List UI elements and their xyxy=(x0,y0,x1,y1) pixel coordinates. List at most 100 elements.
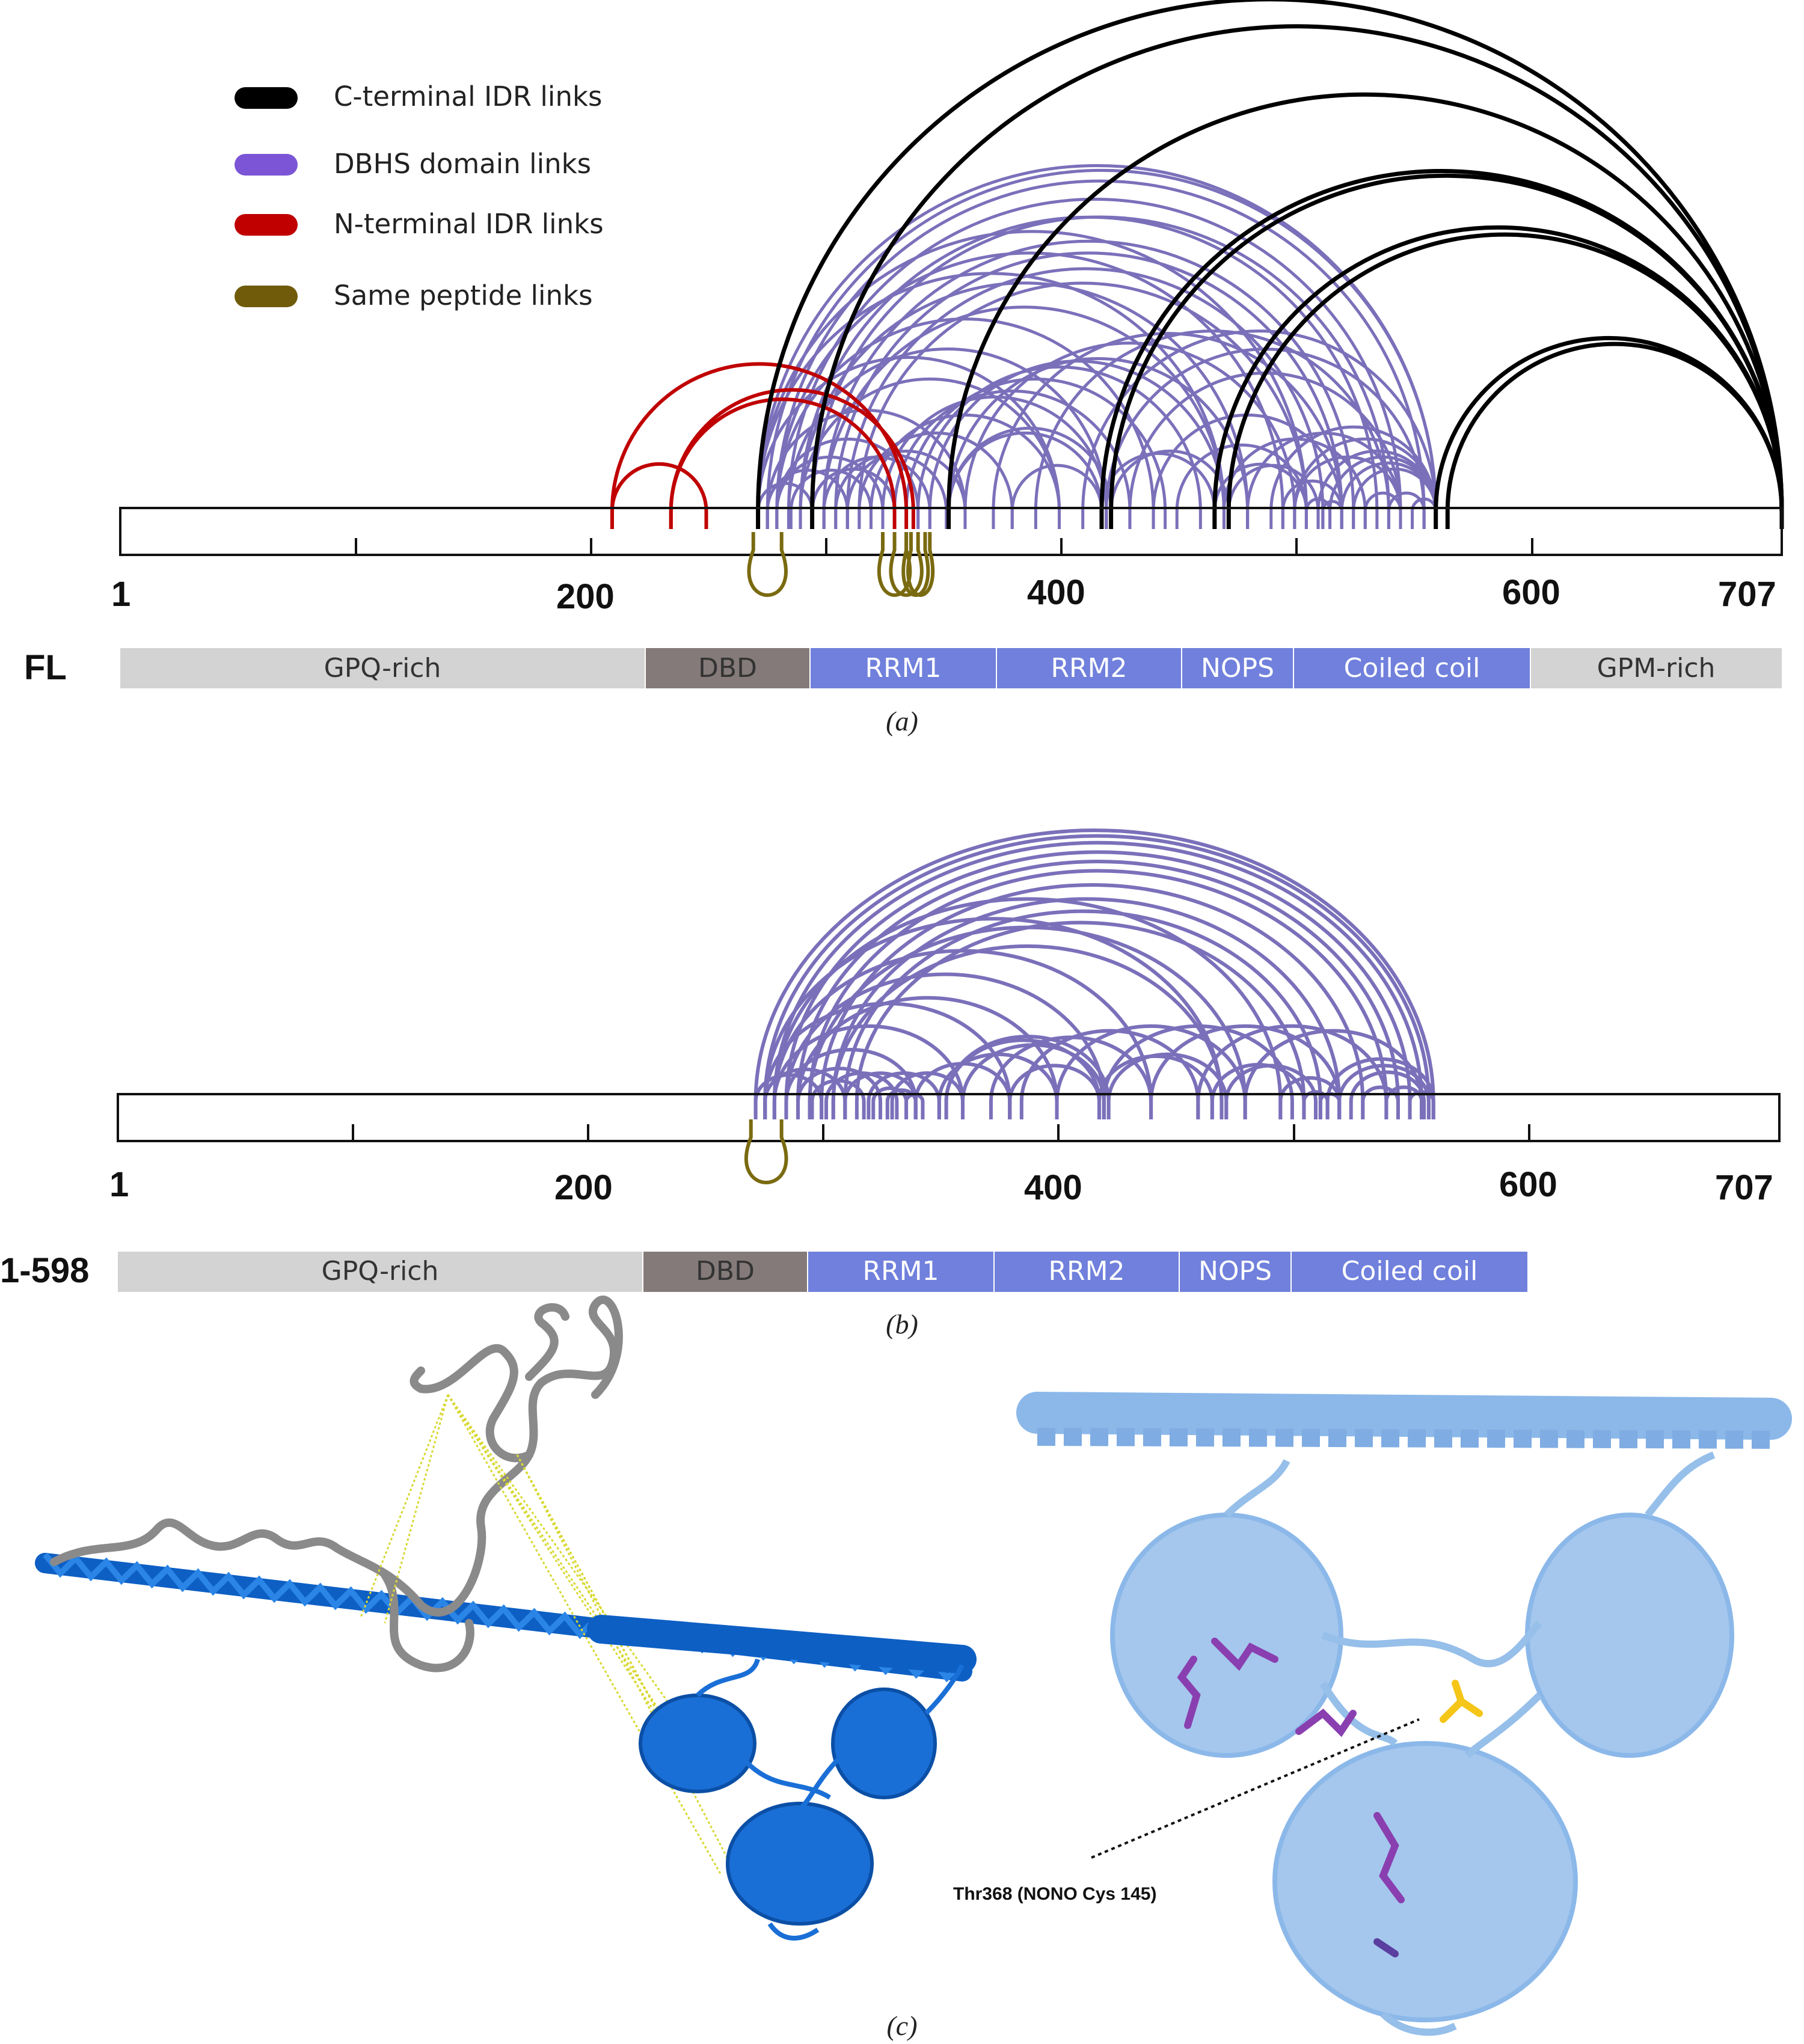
dbhs-link-arc xyxy=(763,1068,847,1119)
tick-label-600: 600 xyxy=(1499,1165,1557,1204)
dbhs-link-arc xyxy=(845,449,967,529)
row-label-fl: FL xyxy=(24,648,67,687)
nterm-link-arc xyxy=(610,462,708,529)
dbhs-link-arc xyxy=(765,469,849,529)
domain-rrm2 xyxy=(995,1252,1179,1292)
dbhs-link-arc xyxy=(1224,1063,1318,1119)
domain-rrm1 xyxy=(808,1252,993,1292)
tick-label-200: 200 xyxy=(556,577,615,616)
dbhs-link-arc xyxy=(1227,464,1320,529)
dbhs-link-arc xyxy=(1316,449,1438,529)
panel-b-domain-bar: 1-598 GPQ-rich DBD RRM1 RRM2 NOPS Coiled… xyxy=(0,1251,1527,1292)
idr-loops xyxy=(50,1296,623,1672)
domain-gpm-rich xyxy=(1531,648,1782,688)
dbhs-link-arc xyxy=(1278,1076,1342,1119)
domain-label: NOPS xyxy=(1198,1256,1272,1287)
cterm-link-arc xyxy=(1445,341,1784,529)
legend-swatch-cterm xyxy=(235,87,298,109)
dbhs-link-arc xyxy=(1408,1090,1435,1119)
domain-rrm2 xyxy=(997,648,1181,688)
dbhs-link-arc xyxy=(787,347,1108,529)
domain-coiled-coil xyxy=(1294,648,1530,688)
domain-rrm1 xyxy=(811,648,996,688)
rrm-loops-right xyxy=(1224,1451,1716,2036)
dbhs-link-arc xyxy=(867,1071,941,1119)
panel-a-same-peptide-loops xyxy=(747,532,935,597)
dbhs-link-arc xyxy=(1325,1057,1435,1119)
cterm-link-arc xyxy=(1109,173,1784,529)
dbhs-link-arc xyxy=(1361,1085,1400,1119)
panel-a-axis-labels: 1 200 400 600 707 xyxy=(111,573,1776,616)
helix-upper-pair xyxy=(587,1615,977,1674)
dbhs-link-arc xyxy=(1293,456,1402,529)
domain-label: Coiled coil xyxy=(1344,653,1480,684)
dbhs-link-arc xyxy=(789,469,873,529)
legend-swatch-dbhs xyxy=(235,154,298,176)
tick-label-200: 200 xyxy=(554,1168,613,1207)
dbhs-link-arc xyxy=(1387,491,1426,529)
domain-label: NOPS xyxy=(1201,653,1274,684)
dbhs-link-arc xyxy=(808,926,1247,1119)
dbhs-link-arc xyxy=(1321,500,1343,529)
tick-label-400: 400 xyxy=(1024,1168,1082,1207)
dbhs-link-arc xyxy=(885,1088,918,1119)
dbhs-link-arc xyxy=(1384,1085,1424,1119)
panel-b-caption: (b) xyxy=(886,1309,918,1339)
sequence-bar-a xyxy=(119,507,1783,556)
panel-a-sequence-bar xyxy=(119,507,1783,556)
dbhs-link-arc xyxy=(753,828,1435,1119)
dbhs-link-arc xyxy=(916,366,1202,529)
tick-label-1: 1 xyxy=(109,1165,129,1204)
domain-dbd xyxy=(643,1252,807,1292)
domain-label: RRM2 xyxy=(1048,1256,1124,1287)
legend-label-cterm: C-terminal IDR links xyxy=(334,81,602,112)
crosslink-lines xyxy=(360,1394,741,1882)
tick-label-600: 600 xyxy=(1502,573,1560,612)
tick-label-400: 400 xyxy=(1027,573,1085,612)
nterm-link-arc xyxy=(669,388,915,529)
sequence-bar-b xyxy=(117,1093,1781,1142)
tick-label-707: 707 xyxy=(1718,575,1776,614)
domain-coiled-coil xyxy=(1292,1252,1527,1292)
panel-a-link-arcs xyxy=(610,0,1784,529)
dbhs-link-arc xyxy=(845,267,1325,529)
dbhs-link-arc xyxy=(831,897,1342,1119)
legend-swatch-same xyxy=(235,286,298,307)
dbhs-link-arc xyxy=(756,356,1061,529)
helix-coiled-coil-right xyxy=(1016,1392,1792,1440)
dbhs-link-arc xyxy=(1081,329,1438,529)
panel-b-axis-labels: 1 200 400 600 707 xyxy=(109,1165,1773,1207)
dbhs-link-arc xyxy=(775,437,920,529)
dbhs-link-arc xyxy=(944,1035,1111,1119)
dbhs-link-arc xyxy=(811,468,897,529)
panel-b-same-peptide-loops xyxy=(744,1119,788,1184)
panel-a-domain-bar: FL GPQ-rich DBD RRM1 RRM2 NOPS Coiled co… xyxy=(24,648,1782,688)
dbhs-link-arc xyxy=(1010,464,1103,529)
domain-label: GPM-rich xyxy=(1597,653,1716,684)
legend-label-nterm: N-terminal IDR links xyxy=(334,208,604,240)
domain-gpq-rich xyxy=(120,648,645,688)
tick-label-1: 1 xyxy=(111,575,130,614)
domain-label: RRM1 xyxy=(862,1256,939,1287)
row-label-1-598: 1-598 xyxy=(0,1251,89,1290)
dbhs-link-arc xyxy=(772,840,1424,1119)
cterm-link-arc xyxy=(1226,232,1784,529)
structure-right xyxy=(1016,1392,1792,2036)
domain-dbd xyxy=(646,648,809,688)
dbhs-link-arc xyxy=(834,251,1343,529)
structure-left xyxy=(35,1296,977,1941)
panel-c-caption: (c) xyxy=(886,2010,917,2041)
dbhs-link-arc xyxy=(858,432,1014,529)
dbhs-link-arc xyxy=(1008,1063,1101,1119)
panel-b-link-arcs xyxy=(753,828,1435,1119)
tick-label-707: 707 xyxy=(1715,1168,1773,1207)
domain-label: RRM1 xyxy=(865,653,941,684)
dbhs-link-arc xyxy=(772,897,1283,1119)
dbhs-link-arc xyxy=(808,869,1388,1119)
dbhs-link-arc xyxy=(893,389,1132,529)
same-peptide-loop xyxy=(747,532,788,597)
annotation-leader-line xyxy=(1091,1718,1420,1859)
legend-label-same: Same peptide links xyxy=(334,280,593,311)
dbhs-link-arc xyxy=(1149,1024,1342,1119)
